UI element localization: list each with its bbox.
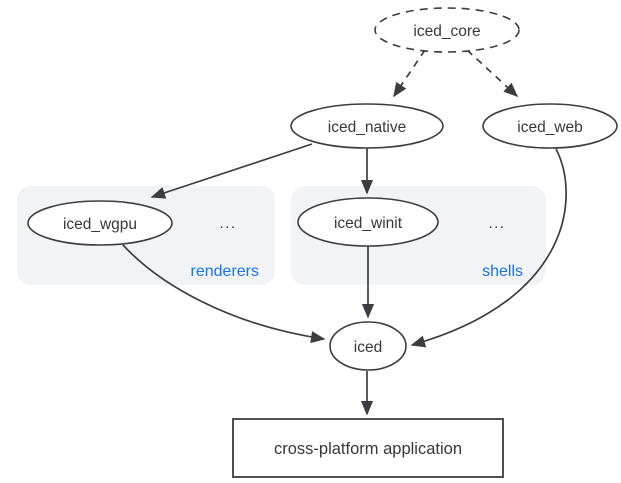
node-iced-native: iced_native xyxy=(290,103,444,149)
iced-native-label: iced_native xyxy=(328,119,406,136)
iced-web-ellipse xyxy=(482,103,618,149)
edge-iced_web-to-iced xyxy=(410,148,567,348)
application-rect xyxy=(232,418,504,478)
renderers-group-label: renderers xyxy=(191,263,259,280)
edge-iced_native-to-iced_wgpu xyxy=(150,143,313,199)
node-iced: iced xyxy=(329,321,407,371)
node-iced-core: iced_core xyxy=(374,7,520,53)
iced-core-ellipse xyxy=(374,7,520,53)
iced-ellipse xyxy=(329,321,407,371)
edge-iced_core-to-iced_native xyxy=(393,49,426,98)
iced-winit-ellipse xyxy=(297,197,439,247)
application-label: cross-platform application xyxy=(274,440,462,458)
iced-core-label: iced_core xyxy=(413,23,480,40)
edge-iced_core-to-iced_web xyxy=(466,49,519,97)
iced-native-ellipse xyxy=(290,103,444,149)
iced-wgpu-ellipse xyxy=(27,200,173,246)
iced-winit-label: iced_winit xyxy=(334,215,403,232)
shells-ellipsis: ... xyxy=(488,215,505,232)
shells-group-label: shells xyxy=(482,263,523,280)
renderers-ellipsis: ... xyxy=(219,215,236,232)
edge-iced_wgpu-to-iced xyxy=(122,244,326,344)
iced-wgpu-label: iced_wgpu xyxy=(63,216,137,233)
node-iced-winit: iced_winit xyxy=(297,197,439,247)
node-cross-platform-application: cross-platform application xyxy=(232,418,504,478)
iced-web-label: iced_web xyxy=(517,119,583,136)
node-iced-web: iced_web xyxy=(482,103,618,149)
node-iced-wgpu: iced_wgpu xyxy=(27,200,173,246)
iced-label: iced xyxy=(354,339,382,356)
